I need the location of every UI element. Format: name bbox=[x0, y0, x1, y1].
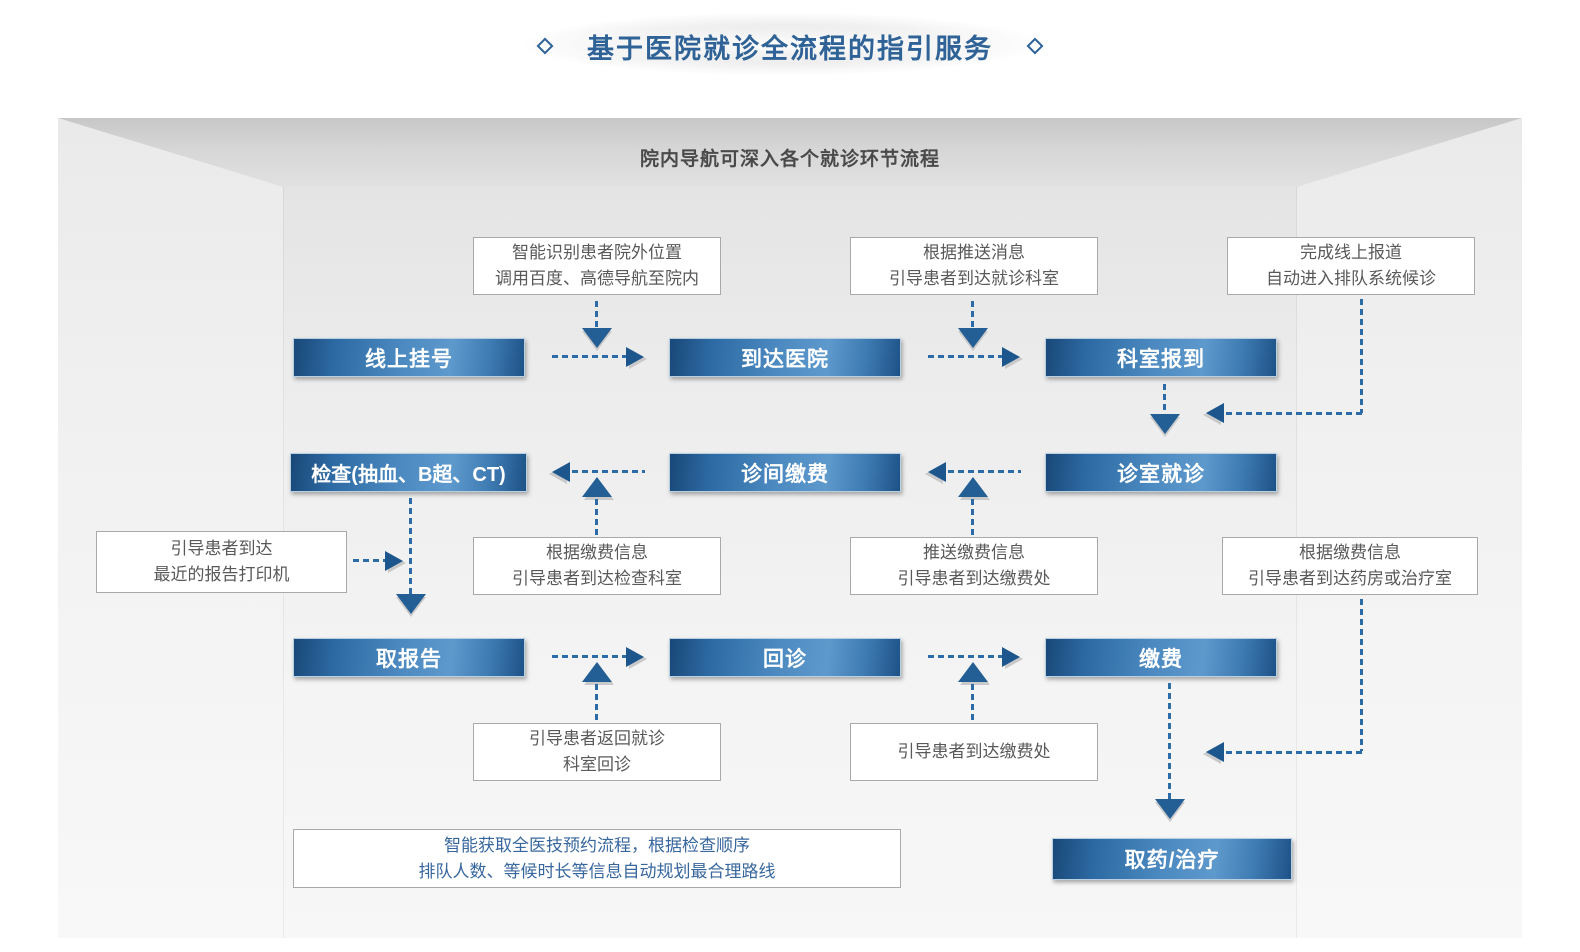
flow-node-clinic-visit: 诊室就诊 bbox=[1045, 453, 1277, 492]
connector-clinic-to-pay bbox=[948, 470, 1021, 473]
note-smart-route: 智能获取全医技预约流程，根据检查顺序 排队人数、等候时长等信息自动规划最合理路线 bbox=[293, 829, 901, 888]
main-panel: 院内导航可深入各个就诊环节流程 bbox=[58, 118, 1522, 938]
note-line: 根据缴费信息 bbox=[1299, 543, 1401, 562]
note-push-message: 根据推送消息 引导患者到达就诊科室 bbox=[850, 237, 1098, 295]
arrow-right-icon bbox=[1002, 647, 1020, 667]
note-pay-office-guide: 引导患者到达缴费处 bbox=[850, 723, 1098, 781]
note-line: 智能获取全医技预约流程，根据检查顺序 bbox=[444, 835, 750, 855]
flow-node-get-report: 取报告 bbox=[293, 638, 525, 677]
note-line: 排队人数、等候时长等信息自动规划最合理路线 bbox=[418, 861, 776, 881]
arrow-left-icon bbox=[1206, 403, 1224, 423]
page-title-text: 基于医院就诊全流程的指引服务 bbox=[587, 33, 993, 64]
arrow-left-icon bbox=[1206, 742, 1224, 762]
note-line: 引导患者返回就诊 bbox=[529, 729, 665, 748]
arrow-down-icon bbox=[582, 328, 612, 348]
note-line: 引导患者到达缴费处 bbox=[897, 742, 1051, 761]
note-exam-dept-guide: 根据缴费信息 引导患者到达检查科室 bbox=[473, 537, 721, 595]
note-line: 智能识别患者院外位置 bbox=[512, 243, 682, 262]
connector-exam-to-report bbox=[409, 498, 412, 594]
connector-arrive-to-checkin bbox=[928, 355, 1002, 358]
note-line: 最近的报告打印机 bbox=[153, 565, 290, 584]
note-outside-location: 智能识别患者院外位置 调用百度、高德导航至院内 bbox=[473, 237, 721, 295]
connector-online-checkin-elbow-h bbox=[1226, 412, 1363, 415]
note-line: 引导患者到达检查科室 bbox=[512, 569, 682, 588]
connector-pay-office-up bbox=[971, 684, 974, 721]
arrow-up-icon bbox=[582, 662, 612, 682]
flow-node-arrive-hospital: 到达医院 bbox=[669, 338, 901, 377]
flow-node-interclinic-pay: 诊间缴费 bbox=[669, 453, 901, 492]
note-return-clinic: 引导患者返回就诊 科室回诊 bbox=[473, 723, 721, 781]
note-line: 引导患者到达药房或治疗室 bbox=[1248, 569, 1452, 588]
arrow-right-icon bbox=[1002, 347, 1020, 367]
connector-outside-location-down bbox=[595, 301, 598, 329]
note-online-checkin: 完成线上报道 自动进入排队系统候诊 bbox=[1227, 237, 1475, 295]
connector-exam-dept-guide-up bbox=[595, 499, 598, 535]
arrow-right-icon bbox=[385, 551, 403, 571]
note-line: 科室回诊 bbox=[563, 755, 631, 774]
connector-pay-to-exam bbox=[572, 470, 645, 473]
arrow-down-icon bbox=[958, 328, 988, 348]
note-line: 自动进入排队系统候诊 bbox=[1266, 269, 1436, 288]
arrow-right-icon bbox=[626, 647, 644, 667]
arrow-up-icon bbox=[958, 477, 988, 497]
note-line: 完成线上报道 bbox=[1300, 243, 1402, 262]
note-line: 引导患者到达 bbox=[170, 539, 273, 558]
arrow-down-icon bbox=[1155, 799, 1185, 819]
connector-pay-to-medicine bbox=[1168, 683, 1171, 799]
arrow-up-icon bbox=[958, 662, 988, 682]
arrow-right-icon bbox=[626, 347, 644, 367]
diamond-icon bbox=[536, 37, 554, 55]
connector-online-checkin-elbow-v bbox=[1360, 299, 1363, 413]
connector-push-pay-info-up bbox=[971, 499, 974, 535]
note-line: 根据缴费信息 bbox=[546, 543, 648, 562]
connector-pharmacy-elbow-h bbox=[1226, 751, 1363, 754]
arrow-left-icon bbox=[928, 462, 946, 482]
page-title: 基于医院就诊全流程的指引服务 bbox=[0, 26, 1580, 66]
connector-return-clinic-up bbox=[595, 684, 598, 721]
note-push-pay-info: 推送缴费信息 引导患者到达缴费处 bbox=[850, 537, 1098, 595]
connector-report-printer-right bbox=[353, 559, 385, 562]
connector-push-message-down bbox=[971, 301, 974, 329]
connector-return-to-pay bbox=[928, 655, 1002, 658]
arrow-up-icon bbox=[582, 477, 612, 497]
connector-checkin-to-clinic bbox=[1163, 384, 1166, 414]
note-line: 引导患者到达缴费处 bbox=[897, 569, 1051, 588]
panel-floor bbox=[283, 187, 1297, 938]
panel-subtitle: 院内导航可深入各个就诊环节流程 bbox=[639, 149, 940, 170]
note-line: 根据推送消息 bbox=[923, 243, 1025, 262]
panel-left-wall bbox=[58, 118, 283, 938]
flow-node-exam: 检查(抽血、B超、CT) bbox=[290, 453, 527, 492]
flow-node-dept-checkin: 科室报到 bbox=[1045, 338, 1277, 377]
note-line: 推送缴费信息 bbox=[923, 543, 1025, 562]
flow-node-pay: 缴费 bbox=[1045, 638, 1277, 677]
note-line: 调用百度、高德导航至院内 bbox=[495, 269, 699, 288]
diamond-icon bbox=[1026, 37, 1044, 55]
note-report-printer: 引导患者到达 最近的报告打印机 bbox=[96, 531, 347, 593]
note-pharmacy-guide: 根据缴费信息 引导患者到达药房或治疗室 bbox=[1222, 537, 1478, 595]
flow-node-online-register: 线上挂号 bbox=[293, 338, 525, 377]
arrow-down-icon bbox=[396, 594, 426, 614]
note-line: 引导患者到达就诊科室 bbox=[889, 269, 1059, 288]
arrow-down-icon bbox=[1150, 414, 1180, 434]
flow-node-return-visit: 回诊 bbox=[669, 638, 901, 677]
connector-pharmacy-elbow-v bbox=[1360, 599, 1363, 751]
connector-register-to-arrive bbox=[552, 355, 626, 358]
title-banner bbox=[425, 2, 1137, 86]
flow-node-medicine-treatment: 取药/治疗 bbox=[1052, 838, 1292, 880]
panel-ceiling: 院内导航可深入各个就诊环节流程 bbox=[58, 118, 1522, 187]
arrow-left-icon bbox=[552, 462, 570, 482]
connector-report-to-return bbox=[552, 655, 626, 658]
